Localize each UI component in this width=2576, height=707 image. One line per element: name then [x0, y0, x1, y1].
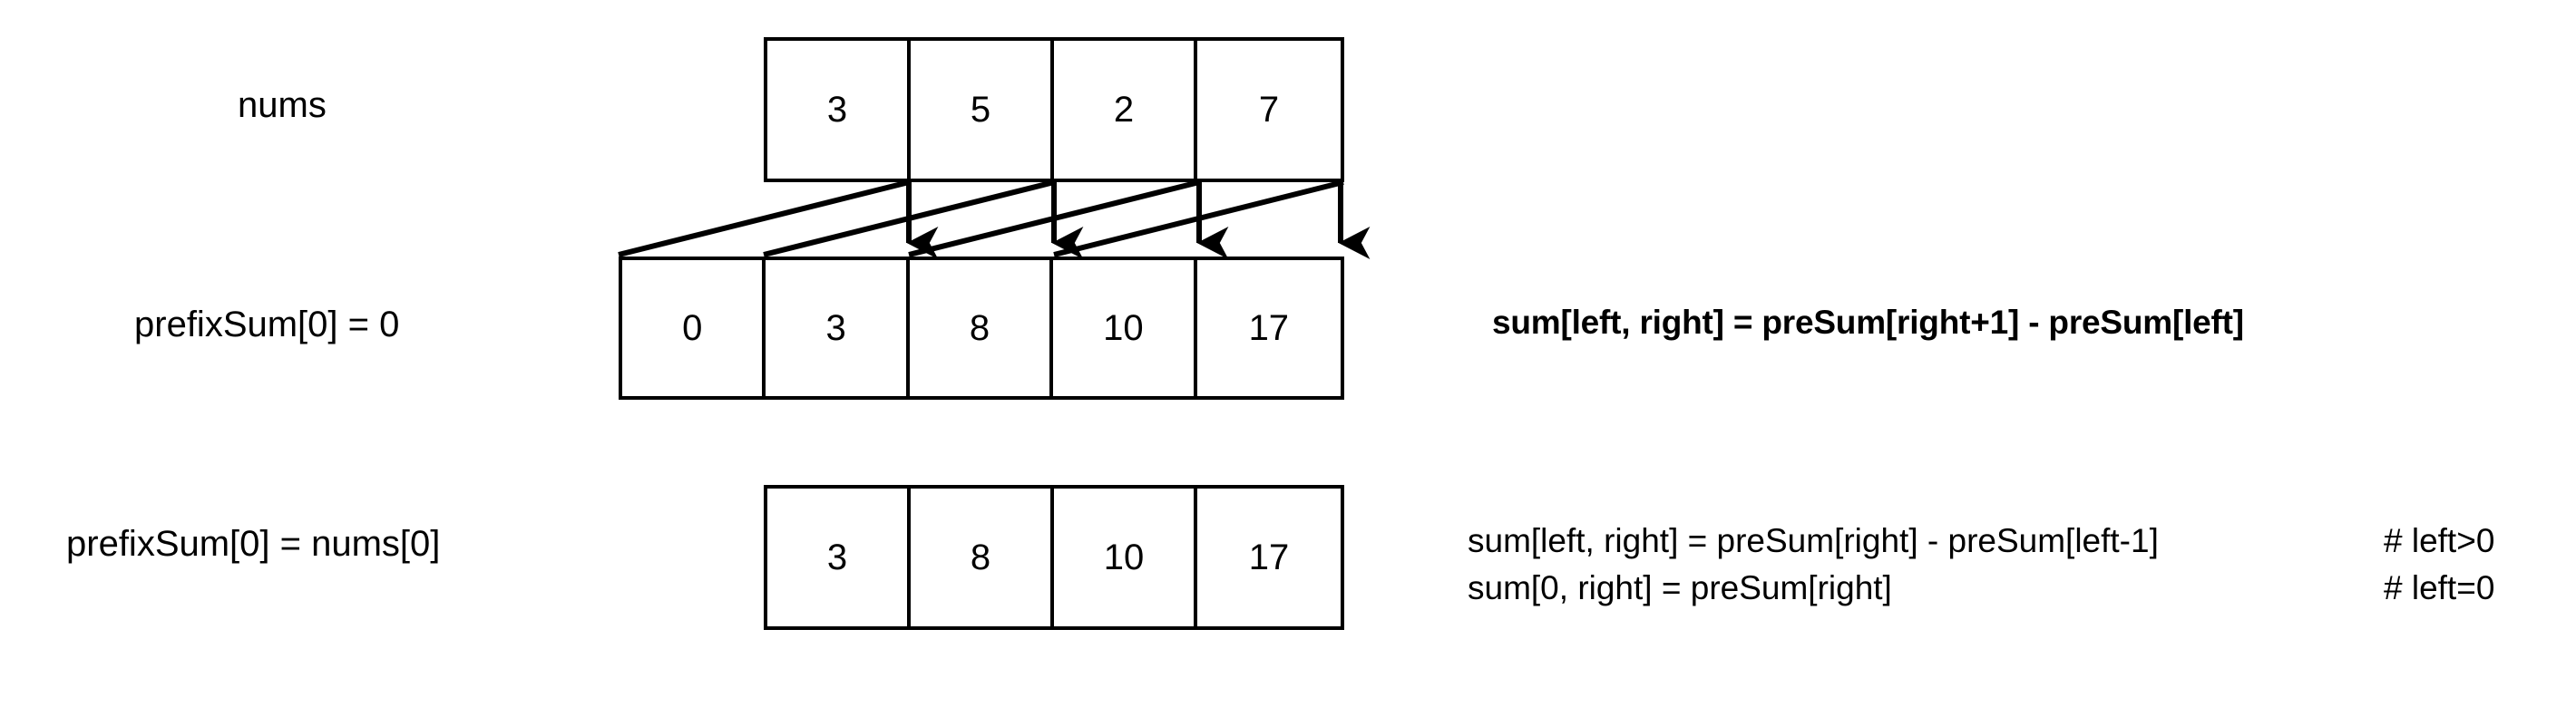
- diagonal-connector-0: [618, 179, 910, 257]
- diagonal-connectors: [618, 179, 1344, 257]
- diagonal-connector-2: [908, 179, 1200, 257]
- prefixsum-cell-2: 8: [910, 260, 1054, 396]
- nums-cell-1: 5: [911, 41, 1055, 179]
- formula-alt-comment1: # left>0: [2384, 522, 2495, 559]
- prefixsum-cell-0: 0: [622, 260, 766, 396]
- label-nums: nums: [238, 85, 327, 125]
- prefixsum-cell-3: 10: [1053, 260, 1197, 396]
- formula-main: sum[left, right] = preSum[right+1] - pre…: [1492, 304, 2244, 341]
- formula-alt-comment2: # left=0: [2384, 569, 2495, 606]
- nums-cell-2: 2: [1054, 41, 1198, 179]
- nums-cell-3: 7: [1258, 89, 1280, 130]
- prefixsum-alt-cell-0: 3: [767, 489, 912, 626]
- down-arrows: [906, 182, 1371, 259]
- prefixsum-alt-cell-2: 10: [1054, 489, 1198, 626]
- diagonal-connector-3: [1053, 179, 1344, 257]
- formula-alt-line2: sum[0, right] = preSum[right]: [1468, 569, 1892, 606]
- array-row-nums: 3 5 2 7: [764, 37, 1344, 182]
- prefixsum-alt-cell-1: 8: [911, 489, 1055, 626]
- formula-alt-line1: sum[left, right] = preSum[right] - preSu…: [1468, 522, 2159, 559]
- array-row-prefixsum-nums-based: 3 8 10 17: [764, 485, 1344, 630]
- prefixsum-alt-cell-3: 17: [1248, 537, 1290, 577]
- array-row-prefixsum-zero-based: 0 3 8 10 17: [619, 257, 1344, 400]
- prefixsum-cell-4: 17: [1248, 307, 1290, 348]
- diagonal-connector-1: [763, 179, 1055, 257]
- label-prefixsum-nums: prefixSum[0] = nums[0]: [66, 524, 441, 564]
- label-prefixsum-zero: prefixSum[0] = 0: [134, 305, 400, 344]
- nums-cell-0: 3: [767, 41, 912, 179]
- prefixsum-cell-1: 3: [766, 260, 910, 396]
